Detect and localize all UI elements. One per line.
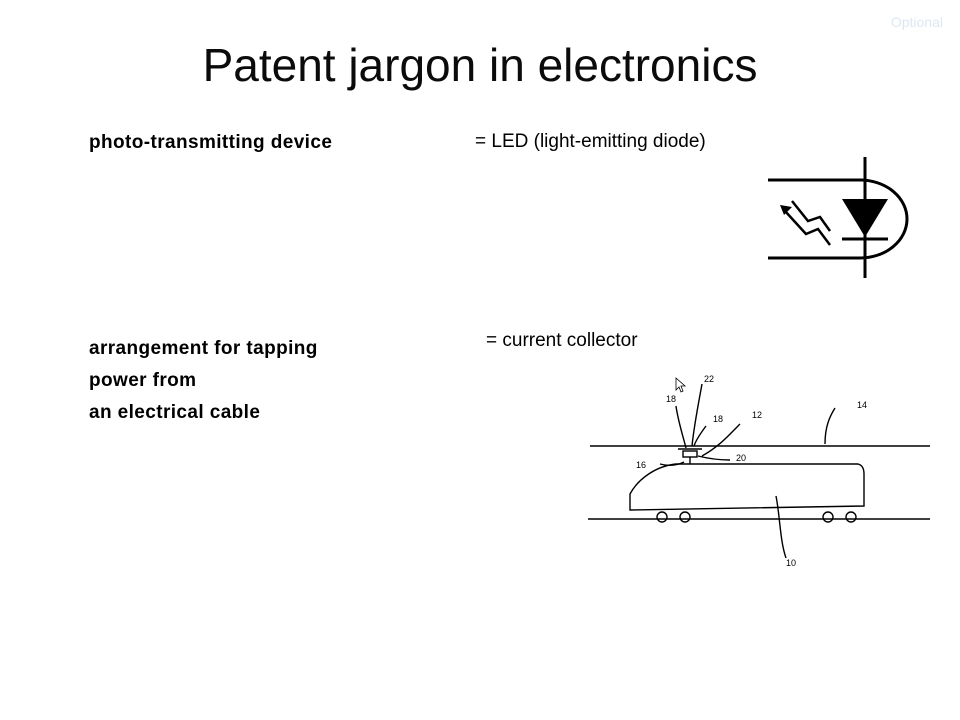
term-photo-transmitting: photo-transmitting device xyxy=(89,132,333,153)
ref-16: 16 xyxy=(636,460,646,470)
ref-18a: 18 xyxy=(666,394,676,404)
term-line: arrangement for tapping xyxy=(89,338,318,359)
ref-14: 14 xyxy=(857,400,867,410)
term-line: power from xyxy=(89,370,197,391)
optional-label: Optional xyxy=(890,14,943,30)
mouse-cursor-icon xyxy=(675,377,687,393)
ref-12: 12 xyxy=(752,410,762,420)
term-line: an electrical cable xyxy=(89,402,261,423)
definition-led: = LED (light-emitting diode) xyxy=(475,131,706,152)
ref-10: 10 xyxy=(786,558,796,568)
ref-18b: 18 xyxy=(713,414,723,424)
term-tapping-arrangement: arrangement for tapping power from an el… xyxy=(89,333,318,429)
current-collector-diagram-icon: 16 18 22 18 12 14 20 10 xyxy=(588,374,930,568)
ref-20: 20 xyxy=(736,453,746,463)
slide-title: Patent jargon in electronics xyxy=(202,39,758,91)
led-symbol-icon xyxy=(768,157,909,278)
ref-22: 22 xyxy=(704,374,714,384)
definition-current-collector: = current collector xyxy=(486,330,638,351)
